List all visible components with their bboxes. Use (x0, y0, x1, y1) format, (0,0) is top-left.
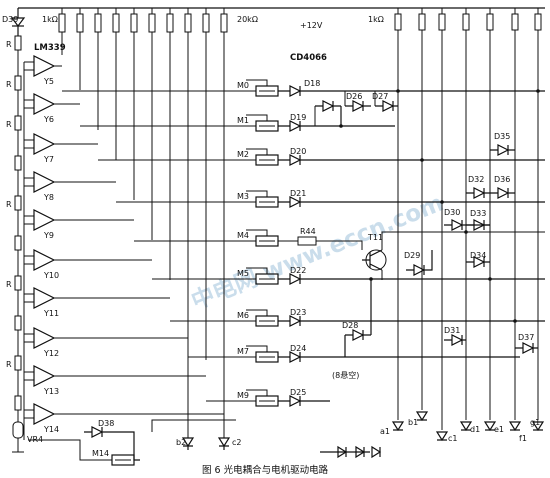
r-label-6: R (6, 360, 12, 369)
diode-label-d24: D24 (290, 344, 306, 353)
diode-label-d33: D33 (470, 209, 486, 218)
diode-label-d26: D26 (346, 92, 362, 101)
figure-caption: 图 6 光电耦合与电机驱动电路 (202, 464, 329, 476)
pullup-resistors-right (394, 8, 542, 430)
diode-label-d22: D22 (290, 266, 306, 275)
comparator-label-y8: Y8 (43, 193, 54, 202)
r-label-5: R (6, 280, 12, 289)
output-label-a1: a1 (380, 427, 390, 436)
note-8-floating: (8悬空) (332, 370, 359, 380)
output-label-b2: b2 (176, 438, 186, 447)
diode-label-d21: D21 (290, 189, 306, 198)
divider-ladder (10, 8, 26, 453)
comparator-label-y13: Y13 (43, 387, 59, 396)
diode-label-d31: D31 (444, 326, 460, 335)
comparator-label-y5: Y5 (43, 77, 54, 86)
switch-label-m6: M6 (237, 311, 249, 320)
diode-label-d34: D34 (470, 251, 486, 260)
output-label-d1: d1 (470, 425, 480, 434)
resistor-label-20k: 20kΩ (237, 15, 258, 24)
resistor-label-r44: R44 (300, 227, 316, 236)
comparator-array (23, 55, 224, 461)
diode-label-d35: D35 (494, 132, 510, 141)
supply-label: +12V (300, 21, 323, 30)
output-label-c2: c2 (232, 438, 242, 447)
output-label-e1: e1 (494, 425, 504, 434)
switch-label-m4: M4 (237, 231, 249, 240)
diode-label-d20: D20 (290, 147, 306, 156)
diode-label-d27: D27 (372, 92, 388, 101)
output-label-f1: f1 (519, 434, 527, 443)
chip-label-cd4066: CD4066 (290, 53, 327, 63)
r-label-4: R (6, 200, 12, 209)
diode-label-d28: D28 (342, 321, 358, 330)
pullup-resistors-left (58, 8, 228, 398)
diode-label-d38: D38 (98, 419, 114, 428)
switch-label-m9: M9 (237, 391, 249, 400)
chip-label-lm339: LM339 (34, 43, 66, 53)
switch-label-m2: M2 (237, 150, 249, 159)
r-label-3: R (6, 120, 12, 129)
r-label-2: R (6, 80, 12, 89)
comparator-label-y12: Y12 (43, 349, 59, 358)
comparator-label-y6: Y6 (43, 115, 54, 124)
diode-label-d18: D18 (304, 79, 320, 88)
diode-label-d29: D29 (404, 251, 420, 260)
comparator-label-y7: Y7 (43, 155, 54, 164)
diode-label-d30: D30 (444, 208, 460, 217)
transistor-label-t11: T11 (367, 233, 383, 242)
output-diodes-2 (151, 330, 236, 450)
diode-label-d39: D39 (2, 15, 18, 24)
transistor-driver (278, 231, 545, 280)
output-diodes-1 (320, 411, 545, 459)
main-diodes (278, 85, 545, 407)
diode-label-d23: D23 (290, 308, 306, 317)
diode-label-d36: D36 (494, 175, 510, 184)
switch-label-m14: M14 (92, 449, 109, 458)
switch-label-m1: M1 (237, 116, 249, 125)
comparator-label-y14: Y14 (43, 425, 59, 434)
comparator-label-y11: Y11 (43, 309, 59, 318)
diode-label-d37: D37 (518, 333, 534, 342)
segment-diodes (84, 91, 538, 461)
resistor-label-1k-right: 1kΩ (368, 15, 384, 24)
switch-label-m7: M7 (237, 347, 249, 356)
r-label-1: R (6, 40, 12, 49)
switch-label-m5: M5 (237, 269, 249, 278)
switch-input-wires (62, 90, 256, 402)
comparator-label-y10: Y10 (43, 271, 59, 280)
switch-m14 (111, 454, 135, 466)
switch-label-m0: M0 (237, 81, 249, 90)
diode-label-d19: D19 (290, 113, 306, 122)
output-label-c1: c1 (448, 434, 458, 443)
comparator-label-y9: Y9 (43, 231, 54, 240)
switch-label-m3: M3 (237, 192, 249, 201)
resistor-label-1k-left: 1kΩ (42, 15, 58, 24)
diode-label-d32: D32 (468, 175, 484, 184)
diode-label-d25: D25 (290, 388, 306, 397)
junction-dots (339, 89, 540, 323)
output-label-b1: b1 (408, 418, 418, 427)
output-label-g1: g1 (530, 418, 540, 427)
